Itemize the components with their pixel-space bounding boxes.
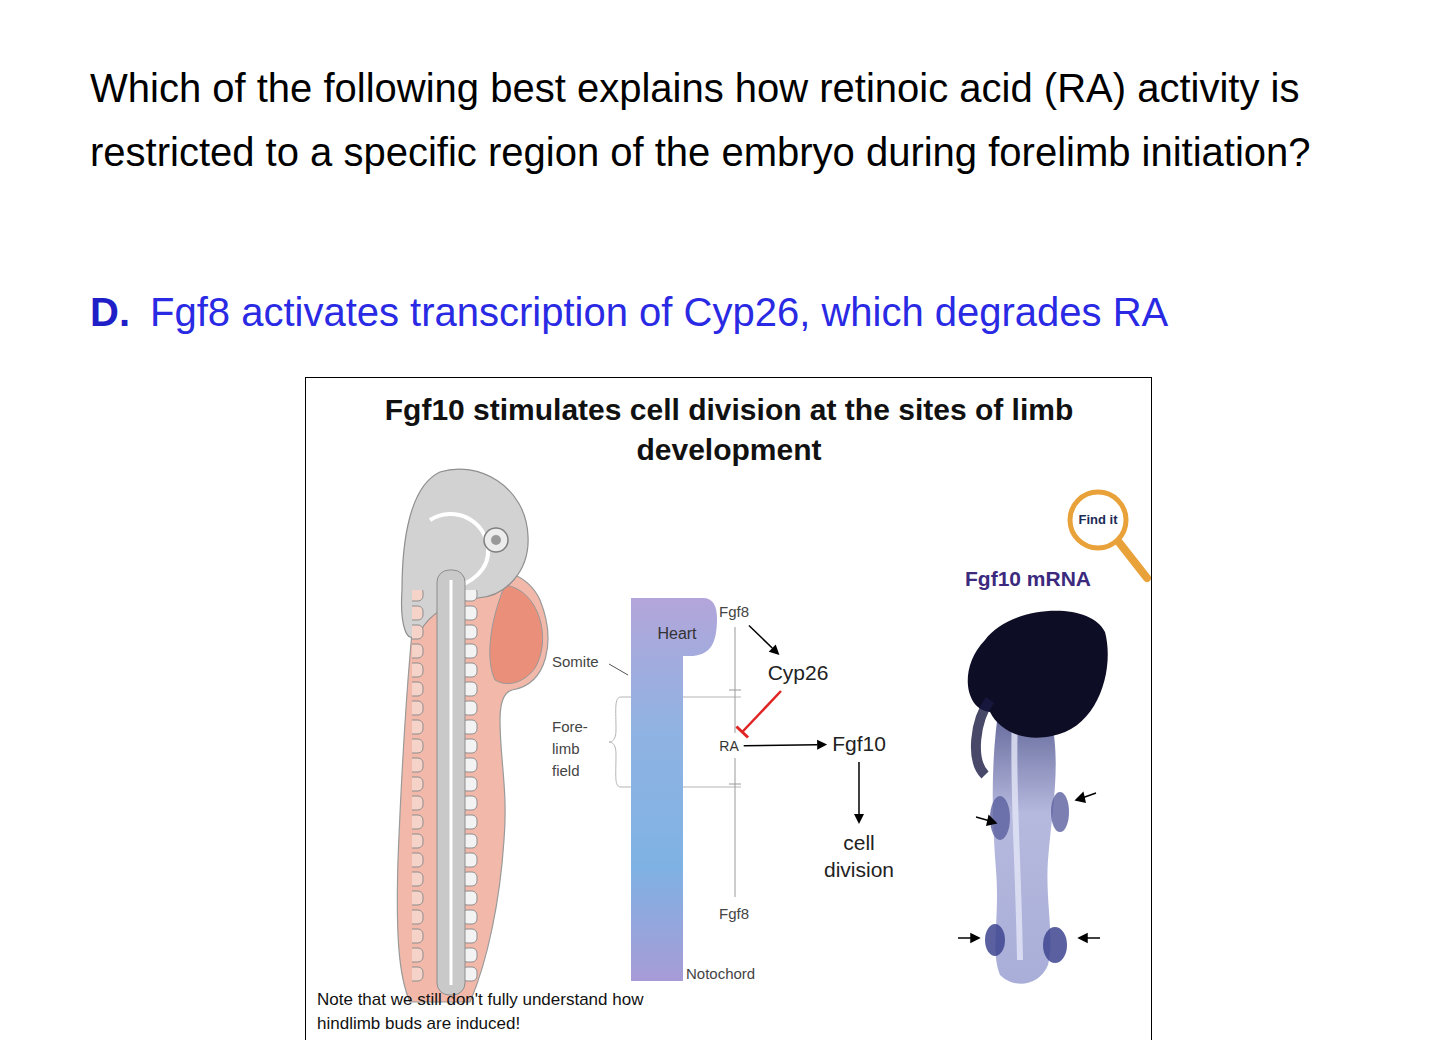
process-label: cell division	[812, 827, 906, 885]
figure-title: Fgf10 stimulates cell division at the si…	[359, 390, 1099, 470]
part-label: Heart	[657, 624, 696, 644]
lateral-plate-band: Heart	[631, 598, 718, 981]
signal-label: Fgf8	[717, 600, 751, 623]
panel-label: Fgf10 mRNA	[965, 566, 1091, 592]
magnifier-icon	[1070, 492, 1147, 578]
band-shape	[631, 598, 718, 981]
signal-label: Cyp26	[766, 658, 831, 688]
answer-letter: D.	[90, 287, 130, 337]
signal-label: Fgf8	[717, 902, 751, 925]
node-text: Fgf8	[719, 904, 749, 923]
figure-note: Note that we still don't fully understan…	[317, 988, 707, 1036]
arrow-connector	[744, 740, 827, 750]
inhibition-connector	[736, 691, 781, 737]
signal-label: RA	[717, 735, 740, 757]
node-text: Fgf8	[719, 602, 749, 621]
part-label: Somite	[552, 652, 599, 671]
node-text: cell division	[814, 829, 904, 883]
icon-label: Find it	[1079, 512, 1118, 528]
figure-frame: Fgf10 stimulates cell division at the si…	[305, 377, 1152, 1040]
band-outline	[631, 598, 717, 981]
node-text: Cyp26	[768, 660, 829, 686]
embryo-drawing	[397, 469, 548, 1002]
part-label: Notochord	[686, 964, 755, 983]
leader-line	[609, 664, 628, 675]
pointer-arrows	[958, 793, 1100, 942]
stained-embryo	[968, 611, 1108, 984]
node-text: Fgf10	[832, 731, 886, 757]
part-label: Fore- limb field	[552, 716, 594, 782]
arrow-connector	[749, 626, 779, 656]
axis-line	[729, 627, 741, 897]
answer-text: Fgf8 activates transcription of Cyp26, w…	[150, 287, 1168, 337]
arrow-connector	[854, 762, 864, 824]
node-text: RA	[719, 737, 738, 755]
question-heading: Which of the following best explains how…	[90, 56, 1360, 184]
signal-label: Fgf10	[830, 729, 888, 759]
